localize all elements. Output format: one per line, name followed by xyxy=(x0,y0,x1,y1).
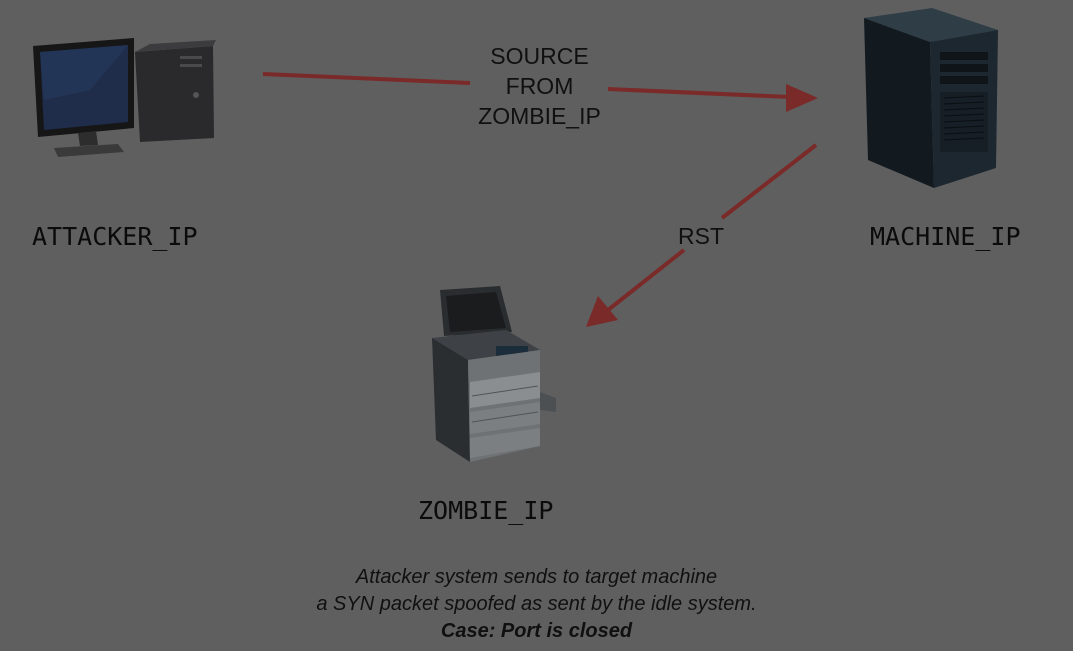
edge-label-line: SOURCE xyxy=(490,43,589,69)
machine-ip-label: MACHINE_IP xyxy=(870,222,1021,251)
edge-label-line: ZOMBIE_IP xyxy=(478,103,601,129)
zombie-ip-label: ZOMBIE_IP xyxy=(418,496,554,525)
arrow-machine-to-zombie-segment-2 xyxy=(606,248,686,312)
arrow-attacker-to-machine-head xyxy=(786,84,818,112)
edge-label-line: FROM xyxy=(505,73,574,99)
arrow-machine-to-zombie-head xyxy=(586,296,618,327)
arrow-attacker-to-machine-segment-2 xyxy=(607,87,791,99)
rst-label: RST xyxy=(678,223,724,249)
caption-line-1: Attacker system sends to target machine xyxy=(355,566,718,588)
source-from-zombie-label: SOURCE FROM ZOMBIE_IP xyxy=(462,41,617,131)
attacker-ip-label: ATTACKER_IP xyxy=(32,222,198,251)
caption-case: Case: Port is closed xyxy=(440,620,633,642)
caption-line-2: a SYN packet spoofed as sent by the idle… xyxy=(316,593,757,615)
arrow-attacker-to-machine-segment-1 xyxy=(262,72,471,85)
arrow-machine-to-zombie-segment-1 xyxy=(720,143,818,220)
diagram-caption: Attacker system sends to target machine … xyxy=(0,564,1073,645)
